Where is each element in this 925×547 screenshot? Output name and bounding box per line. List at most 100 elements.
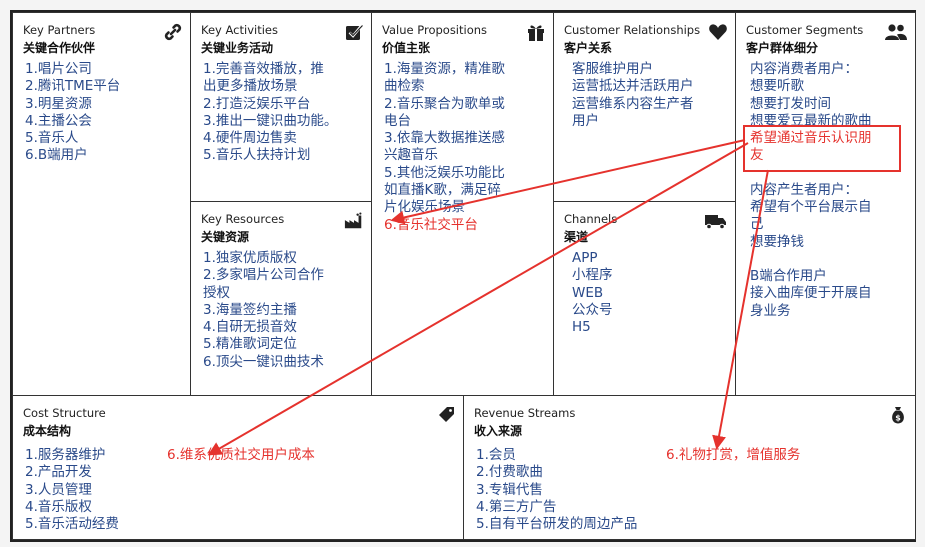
highlight-line: 希望通过音乐认识朋 [750, 130, 872, 147]
channels-list: APP 小程序 WEB 公众号 H5 [572, 250, 725, 336]
list-item: 2.腾讯TME平台 [25, 78, 121, 95]
list-item: 4.音乐版权 [25, 498, 92, 515]
channels-block: Channels 渠道 APP 小程序 WEB 公众号 H5 [553, 201, 736, 396]
list-item: 2.付费歌曲 [476, 464, 543, 481]
spacer [750, 251, 905, 268]
link-icon [164, 23, 182, 41]
list-item: H5 [572, 319, 591, 336]
list-item: 运营维系内容生产者 [572, 95, 694, 112]
list-item: 用户 [572, 112, 599, 129]
list-item: 希望有个平台展示自 [750, 199, 872, 216]
channels-title-zh: 渠道 [564, 230, 589, 244]
key-activities-list: 1.完善音效播放，推 出更多播放场景 2.打造泛娱乐平台 3.推出一键识曲功能。… [203, 61, 361, 165]
cost-structure-block: Cost Structure 成本结构 1.服务器维护 2.产品开发 3.人员管… [12, 395, 464, 540]
key-partners-title-zh: 关键合作伙伴 [23, 41, 96, 55]
key-resources-title-zh: 关键资源 [201, 230, 250, 244]
svg-text:$: $ [895, 414, 901, 423]
heart-icon [709, 24, 727, 40]
revenue-streams-title-zh: 收入来源 [474, 424, 523, 438]
list-item: 如直播K歌，满足碎 [384, 182, 501, 199]
list-item: 6.顶尖一键识曲技术 [203, 353, 324, 370]
list-item: 1.海量资源，精准歌 [384, 61, 505, 77]
factory-icon [344, 212, 362, 229]
list-item: 4.自研无损音效 [203, 319, 297, 336]
gift-icon [528, 25, 544, 41]
list-item: 想要打发时间 [750, 95, 831, 112]
list-item: 2.产品开发 [25, 464, 92, 481]
highlight-line: 友 [750, 147, 764, 164]
list-item: WEB [572, 284, 604, 301]
cost-structure-title-en: Cost Structure [23, 406, 106, 420]
list-item: 2.打造泛娱乐平台 [203, 95, 311, 112]
revenue-streams-block: Revenue Streams 收入来源 $ 1.会员 2.付费歌曲 3.专辑代… [463, 395, 916, 540]
customer-segments-list: 内容消费者用户： 想要听歌 想要打发时间 想要爱豆最新的歌曲 希望通过音乐认识朋… [750, 61, 905, 320]
list-item: 公众号 [572, 301, 613, 318]
list-item: 6.B端用户 [25, 147, 88, 164]
list-item: 5.音乐人 [25, 130, 79, 147]
customer-relationships-list: 客服维护用户 运营抵达并活跃用户 运营维系内容生产者 用户 [572, 61, 725, 130]
checkbox-icon [346, 24, 364, 40]
list-item: 4.主播公会 [25, 112, 92, 129]
key-activities-block: Key Activities 关键业务活动 1.完善音效播放，推 出更多播放场景… [190, 12, 372, 202]
revenue-streams-list: 1.会员 2.付费歌曲 3.专辑代售 4.第三方广告 5.自有平台研发的周边产品 [476, 447, 905, 533]
list-item: 曲检索 [384, 78, 425, 95]
list-item: 5.音乐人扶持计划 [203, 147, 311, 164]
list-item: 小程序 [572, 267, 613, 284]
list-item: 1.唱片公司 [25, 61, 92, 77]
list-item: 运营抵达并活跃用户 [572, 78, 694, 95]
list-item: 4.第三方广告 [476, 498, 557, 515]
list-item: B端合作用户 [750, 267, 827, 284]
list-item: 授权 [203, 284, 230, 301]
list-item: 3.推出一键识曲功能。 [203, 112, 338, 129]
added-annotation: 6.礼物打赏，增值服务 [666, 447, 801, 463]
truck-icon [705, 215, 726, 230]
cost-structure-title-zh: 成本结构 [23, 424, 72, 438]
customer-segments-title-en: Customer Segments [746, 23, 864, 37]
list-item: 3.专辑代售 [476, 481, 543, 498]
money-bag-icon: $ [892, 407, 904, 424]
list-item: 5.其他泛娱乐功能比 [384, 164, 505, 181]
list-item: 内容产生者用户： [750, 181, 858, 198]
key-activities-title-en: Key Activities [201, 23, 278, 37]
list-item: APP [572, 250, 598, 266]
key-partners-list: 1.唱片公司 2.腾讯TME平台 3.明星资源 4.主播公会 5.音乐人 6.B… [25, 61, 180, 165]
list-item: 出更多播放场景 [203, 78, 298, 95]
added-annotation: 6.维系优质社交用户成本 [167, 447, 315, 463]
list-item: 己 [750, 216, 764, 233]
customer-segments-block: Customer Segments 客户群体细分 内容消费者用户： 想要听歌 想… [735, 12, 916, 396]
customer-relationships-title-en: Customer Relationships [564, 23, 701, 37]
list-item: 兴趣音乐 [384, 147, 438, 164]
value-propositions-list: 1.海量资源，精准歌 曲检索 2.音乐聚合为歌单或 电台 3.依靠大数据推送感 … [384, 61, 543, 234]
list-item: 1.独家优质版权 [203, 250, 297, 266]
key-activities-title-zh: 关键业务活动 [201, 41, 274, 55]
list-item: 1.完善音效播放，推 [203, 61, 324, 77]
list-item: 3.人员管理 [25, 481, 92, 498]
value-propositions-title-en: Value Propositions [382, 23, 488, 37]
list-item: 1.服务器维护 [25, 447, 106, 463]
customer-relationships-title-zh: 客户关系 [564, 41, 613, 55]
list-item: 5.自有平台研发的周边产品 [476, 516, 638, 533]
key-resources-block: Key Resources 关键资源 1.独家优质版权 2.多家唱片公司合作 授… [190, 201, 372, 396]
list-item: 5.音乐活动经费 [25, 516, 119, 533]
added-annotation: 6.音乐社交平台 [384, 216, 478, 233]
list-item: 电台 [384, 112, 411, 129]
channels-title-en: Channels [564, 212, 618, 226]
list-item: 想要爱豆最新的歌曲 [750, 112, 872, 129]
highlight-box [743, 125, 901, 172]
value-propositions-title-zh: 价值主张 [382, 41, 431, 55]
list-item: 2.音乐聚合为歌单或 [384, 95, 505, 112]
list-item: 内容消费者用户： [750, 61, 858, 77]
list-item: 4.硬件周边售卖 [203, 130, 297, 147]
tag-icon [439, 407, 454, 422]
revenue-streams-title-en: Revenue Streams [474, 406, 576, 420]
key-partners-block: Key Partners 关键合作伙伴 1.唱片公司 2.腾讯TME平台 3.明… [12, 12, 191, 396]
key-resources-title-en: Key Resources [201, 212, 285, 226]
list-item: 3.依靠大数据推送感 [384, 130, 505, 147]
users-icon [885, 24, 907, 40]
list-item: 客服维护用户 [572, 61, 653, 77]
list-item: 3.明星资源 [25, 95, 92, 112]
list-item: 5.精准歌词定位 [203, 336, 297, 353]
list-item: 接入曲库便于开展自 [750, 285, 872, 302]
customer-relationships-block: Customer Relationships 客户关系 客服维护用户 运营抵达并… [553, 12, 736, 202]
cost-structure-list: 1.服务器维护 2.产品开发 3.人员管理 4.音乐版权 5.音乐活动经费 [25, 447, 453, 533]
